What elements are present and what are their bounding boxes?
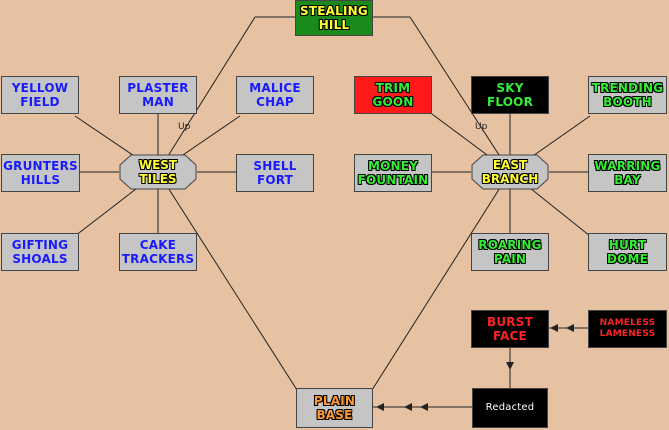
gifting-shoals-node[interactable]: GIFTING SHOALS	[1, 233, 79, 271]
plain-base-node[interactable]: PLAIN BASE	[296, 388, 373, 428]
burst-face-node[interactable]: BURST FACE	[471, 310, 549, 348]
malice-chap-node[interactable]: MALICE CHAP	[236, 76, 314, 114]
east-branch-label: EAST BRANCH	[481, 158, 539, 186]
yellow-field-node[interactable]: YELLOW FIELD	[1, 76, 79, 114]
east-up-label: Up	[475, 122, 488, 132]
west-up-label: Up	[178, 122, 191, 132]
roaring-pain-node[interactable]: ROARING PAIN	[471, 233, 549, 271]
plaster-man-node[interactable]: PLASTER MAN	[119, 76, 197, 114]
trim-goon-node[interactable]: TRIM GOON	[354, 76, 432, 114]
trending-booth-node[interactable]: TRENDING BOOTH	[588, 76, 667, 114]
grunters-hills-node[interactable]: GRUNTERS HILLS	[1, 154, 80, 192]
money-fountain-node[interactable]: MONEY FOUNTAIN	[354, 154, 432, 192]
redacted-node[interactable]: Redacted	[472, 388, 548, 428]
sky-floor-node[interactable]: SKY FLOOR	[471, 76, 549, 114]
octagon-shape	[119, 154, 197, 190]
shell-fort-node[interactable]: SHELL FORT	[236, 154, 314, 192]
west-tiles-hub[interactable]: WEST TILES	[119, 154, 197, 190]
cake-trackers-node[interactable]: CAKE TRACKERS	[119, 233, 197, 271]
warring-bay-node[interactable]: WARRING BAY	[588, 154, 667, 192]
octagon-shape	[471, 154, 549, 190]
hurt-dome-node[interactable]: HURT DOME	[588, 233, 667, 271]
west-tiles-label: WEST TILES	[138, 158, 178, 186]
east-branch-hub[interactable]: EAST BRANCH	[471, 154, 549, 190]
stealing-hill-node[interactable]: STEALING HILL	[295, 0, 373, 36]
nameless-lameness-node[interactable]: NAMELESS LAMENESS	[588, 310, 667, 348]
